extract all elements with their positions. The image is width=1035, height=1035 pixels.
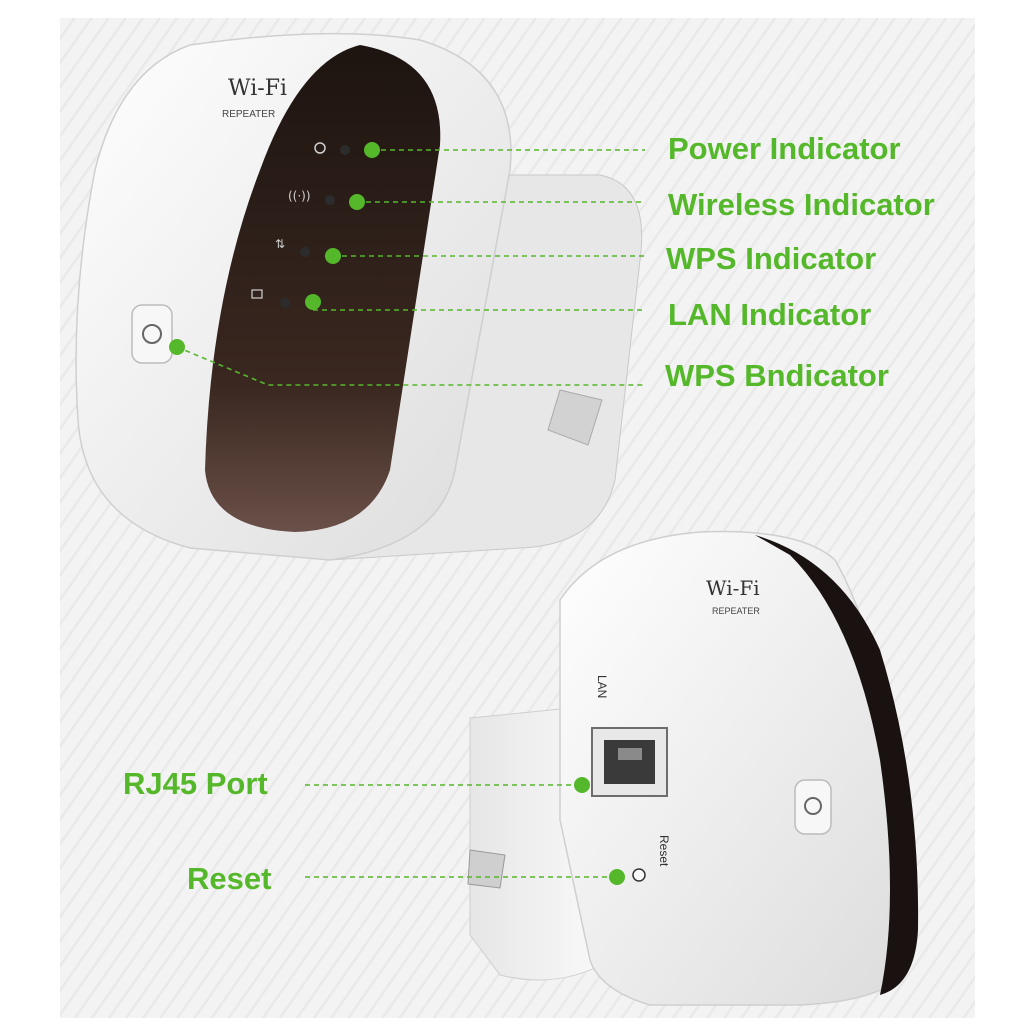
callout-dot-rj45 xyxy=(574,777,590,793)
callout-dot-power xyxy=(364,142,380,158)
rj45-port-socket xyxy=(604,740,655,784)
wifi-signal-icon: ((·)) xyxy=(288,189,311,203)
wps-button-icon xyxy=(142,324,162,344)
repeater-label: REPEATER xyxy=(712,606,760,616)
lan-icon xyxy=(251,289,263,299)
top-repeater-device: ((·)) ⇅ Wi-Fi REPEATER xyxy=(75,32,643,561)
bottom-repeater-device: Wi-Fi REPEATER LAN Reset xyxy=(467,530,919,1006)
callout-dot-lan xyxy=(305,294,321,310)
power-icon xyxy=(314,142,326,154)
wps-button-icon xyxy=(804,797,822,815)
wifi-logo: Wi-Fi xyxy=(228,76,287,101)
callout-wps-indicator: WPS Indicator xyxy=(666,241,877,276)
wps-icon: ⇅ xyxy=(275,237,285,251)
reset-label: Reset xyxy=(657,835,671,867)
callout-dot-wps-button xyxy=(169,339,185,355)
wps-button xyxy=(131,304,173,364)
callout-dot-reset xyxy=(609,869,625,885)
indicator-panel xyxy=(205,45,441,532)
callout-dot-wps xyxy=(325,248,341,264)
callout-wps-button: WPS Bndicator xyxy=(665,358,889,393)
callout-rj45-port: RJ45 Port xyxy=(123,766,268,801)
plug-prong xyxy=(547,389,603,446)
callout-reset: Reset xyxy=(187,861,272,896)
repeater-label: REPEATER xyxy=(222,109,275,120)
wps-button xyxy=(794,779,832,835)
plug-prong xyxy=(467,849,506,889)
callout-power-indicator: Power Indicator xyxy=(668,131,901,166)
wifi-logo: Wi-Fi xyxy=(706,576,760,600)
callout-wireless-indicator: Wireless Indicator xyxy=(668,187,935,222)
indicator-panel xyxy=(755,535,919,995)
callout-dot-wireless xyxy=(349,194,365,210)
lan-port-label: LAN xyxy=(595,675,609,698)
reset-hole xyxy=(632,868,646,882)
callout-lan-indicator: LAN Indicator xyxy=(668,297,872,332)
